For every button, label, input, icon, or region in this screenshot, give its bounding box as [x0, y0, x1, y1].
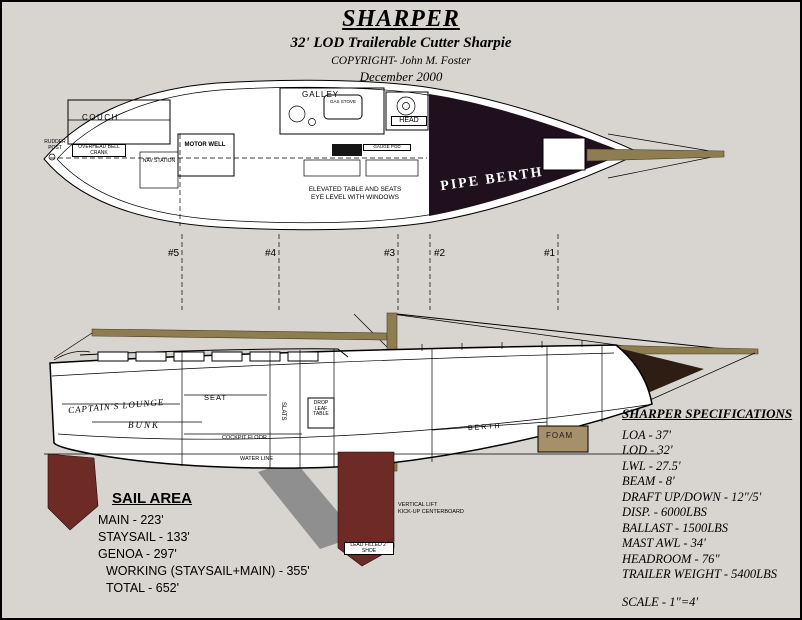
drawing-subtitle: 32' LOD Trailerable Cutter Sharpie	[290, 35, 512, 51]
seat-label: SEAT	[204, 393, 228, 402]
station-lines	[181, 234, 559, 310]
cabin-window-1	[97, 351, 129, 362]
spec-lwl: LWL - 27.5'	[622, 458, 681, 473]
foam-block	[537, 425, 589, 453]
profile-view	[44, 312, 759, 567]
head-compartment	[385, 91, 429, 131]
toilet-icon	[396, 96, 416, 116]
bowsprit-plan	[586, 148, 725, 162]
galley-label: GALLEY	[302, 90, 340, 99]
rudder-post-label: RUDDER POST	[44, 139, 66, 151]
elevated-table-label-2: EYE LEVEL WITH WINDOWS	[311, 194, 399, 201]
plan-view	[43, 79, 725, 231]
drop-leaf-table-label: DROP LEAF TABLE	[313, 400, 329, 417]
title-block: SHARPER 32' LOD Trailerable Cutter Sharp…	[2, 6, 800, 85]
sheer-inner-line	[51, 352, 615, 377]
galley-drain	[308, 118, 316, 126]
stove-outline	[323, 94, 363, 120]
lead-shoe-label: LEAD FILLED 2" SHOE	[344, 542, 394, 555]
gas-stove-label: GAS STOVE	[330, 99, 356, 104]
spec-ballast: BALLAST - 1500LBS	[622, 520, 729, 535]
specifications-title: SHARPER SPECIFICATIONS	[622, 406, 793, 421]
berth-line	[431, 421, 548, 431]
drop-leaf-table-box	[307, 397, 335, 429]
whisker-stay-port	[607, 133, 723, 154]
chine-line	[57, 404, 648, 440]
copyright-line: COPYRIGHT- John M. Foster	[331, 55, 471, 67]
boom	[91, 328, 388, 341]
drawing-title: SHARPER	[342, 6, 460, 32]
spec-lod: LOD - 32'	[622, 443, 673, 457]
inner-stay	[391, 313, 625, 347]
bell-crank-label: OVERHEAD BELL CRANK	[72, 144, 126, 157]
cabin-window-2	[135, 351, 167, 362]
specifications-block: SHARPER SPECIFICATIONS LOA - 37' LOD - 3…	[622, 406, 800, 610]
spec-mast: MAST AWL - 34'	[622, 536, 706, 550]
head-label: HEAD	[391, 116, 427, 126]
sail-area-block: SAIL AREA MAIN - 223' STAYSAIL - 133' GE…	[98, 490, 328, 597]
bow-knee	[614, 347, 704, 392]
whisker-stay-stbd	[607, 154, 723, 179]
spec-scale: SCALE - 1"=4'	[622, 594, 699, 609]
cockpit-floor-label: COCKPIT FLOOR	[222, 435, 267, 441]
sail-area-title: SAIL AREA	[112, 490, 193, 507]
motor-well-label: MOTOR WELL	[184, 142, 226, 148]
forestay	[396, 313, 753, 353]
rudder	[47, 453, 99, 531]
galley-counter	[279, 87, 385, 135]
centerboard-label-2: KICK-UP CENTERBOARD	[398, 509, 464, 515]
spec-draft: DRAFT UP/DOWN - 12"/5'	[622, 489, 762, 504]
centerboard-label-1: VERTICAL LIFT	[398, 502, 438, 508]
spec-disp: DISP. - 6000LBS	[622, 505, 707, 519]
galley-sink	[288, 105, 306, 123]
mainsheet-line	[53, 332, 93, 359]
motor-well-outline	[177, 133, 235, 177]
foam-label: FOAM	[546, 431, 574, 440]
spec-beam: BEAM - 8'	[622, 474, 675, 488]
spec-headroom: HEADROOM - 76"	[622, 551, 720, 566]
bunk-label: BUNK	[128, 420, 161, 430]
table-seat-stbd	[365, 159, 419, 177]
halyard	[353, 313, 390, 350]
rudder-post-fitting	[48, 153, 56, 161]
spec-trailer-weight: TRAILER WEIGHT - 5400LBS	[622, 567, 777, 581]
station-label-2: #2	[434, 248, 446, 259]
sail-area-genoa: GENOA - 297'	[98, 547, 177, 561]
toilet-inner-icon	[402, 102, 410, 110]
station-label-4: #4	[265, 248, 277, 259]
spec-loa: LOA - 37'	[622, 427, 671, 442]
cabin-window-6	[287, 351, 319, 362]
cabin-window-3	[173, 351, 205, 362]
station-label-5: #5	[168, 248, 180, 259]
pipe-berth-area	[429, 94, 626, 216]
bow-locker	[542, 137, 586, 171]
sail-area-working: WORKING (STAYSAIL+MAIN) - 355'	[106, 564, 310, 578]
nav-station-label: NAV STATION	[142, 158, 176, 164]
elevated-table-label-1: ELEVATED TABLE AND SEATS	[308, 186, 402, 193]
bobstay	[649, 352, 756, 401]
station-label-3: #3	[384, 248, 396, 259]
sail-area-total: TOTAL - 652'	[106, 581, 180, 595]
centerboard	[337, 451, 395, 567]
sail-area-main: MAIN - 223'	[98, 513, 164, 527]
cabin-window-5	[249, 351, 281, 362]
gauge-pod-label: GAUGE POD	[363, 144, 411, 151]
table-seat-port	[303, 159, 361, 177]
cabin-window-4	[211, 351, 243, 362]
sail-area-staysail: STAYSAIL - 133'	[98, 530, 190, 544]
station-label-1: #1	[544, 248, 556, 259]
drawing-date: December 2000	[359, 69, 443, 84]
engine-box	[332, 144, 362, 156]
tiller	[53, 350, 91, 361]
water-line-label: WATER LINE	[240, 456, 274, 462]
slats-label: SLATS	[280, 402, 286, 421]
centerboard-swung	[258, 460, 358, 549]
couch-label: COUCH	[82, 113, 119, 122]
